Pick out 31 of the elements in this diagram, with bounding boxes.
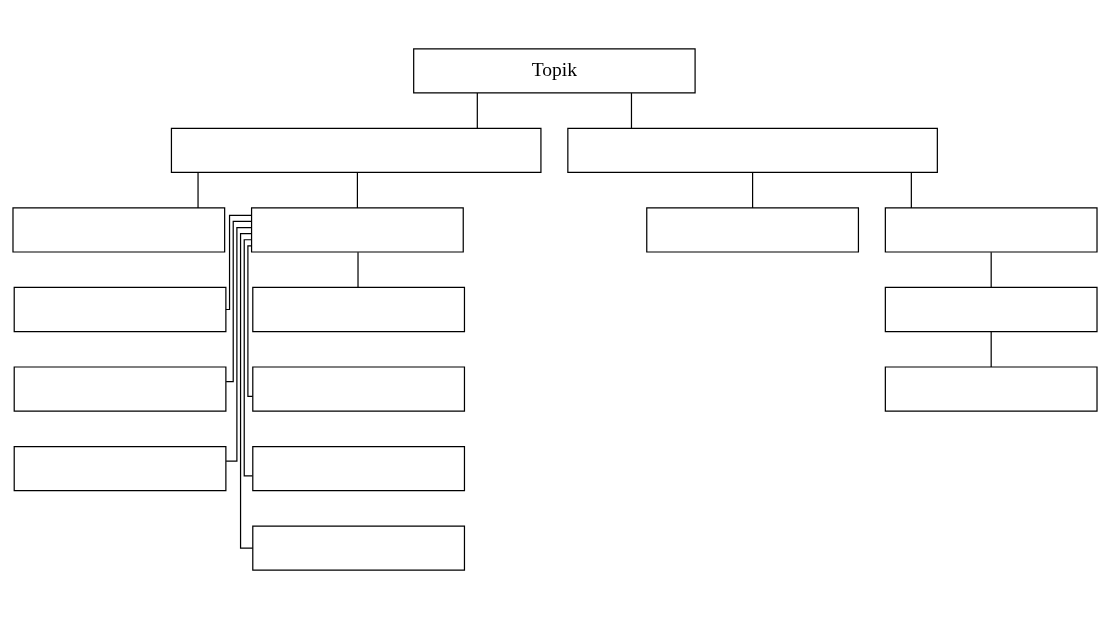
connector [225, 226, 252, 462]
node-box [567, 127, 938, 174]
connector [239, 233, 254, 549]
connector [243, 239, 254, 477]
connector [356, 172, 358, 209]
connector [910, 172, 912, 209]
connector [357, 251, 359, 289]
node-box [170, 127, 542, 174]
node-box [13, 286, 227, 333]
node-box [252, 445, 466, 492]
node-box [252, 366, 466, 412]
node-box [13, 366, 227, 412]
connector [197, 172, 199, 209]
node-box [252, 286, 466, 333]
connector [225, 220, 253, 383]
node-box [250, 207, 464, 253]
connector [752, 172, 754, 209]
node-box [12, 207, 226, 253]
node-box [646, 207, 860, 253]
connector [990, 331, 992, 368]
connector [630, 92, 633, 129]
node-box [884, 366, 1098, 412]
connector [247, 245, 254, 397]
node-box [13, 445, 227, 492]
node-box [884, 286, 1098, 333]
connector [476, 92, 478, 129]
node-box: Topik [413, 48, 696, 94]
connector [225, 214, 252, 311]
connector [990, 251, 992, 289]
node-box [252, 525, 466, 571]
node-box [884, 207, 1098, 253]
